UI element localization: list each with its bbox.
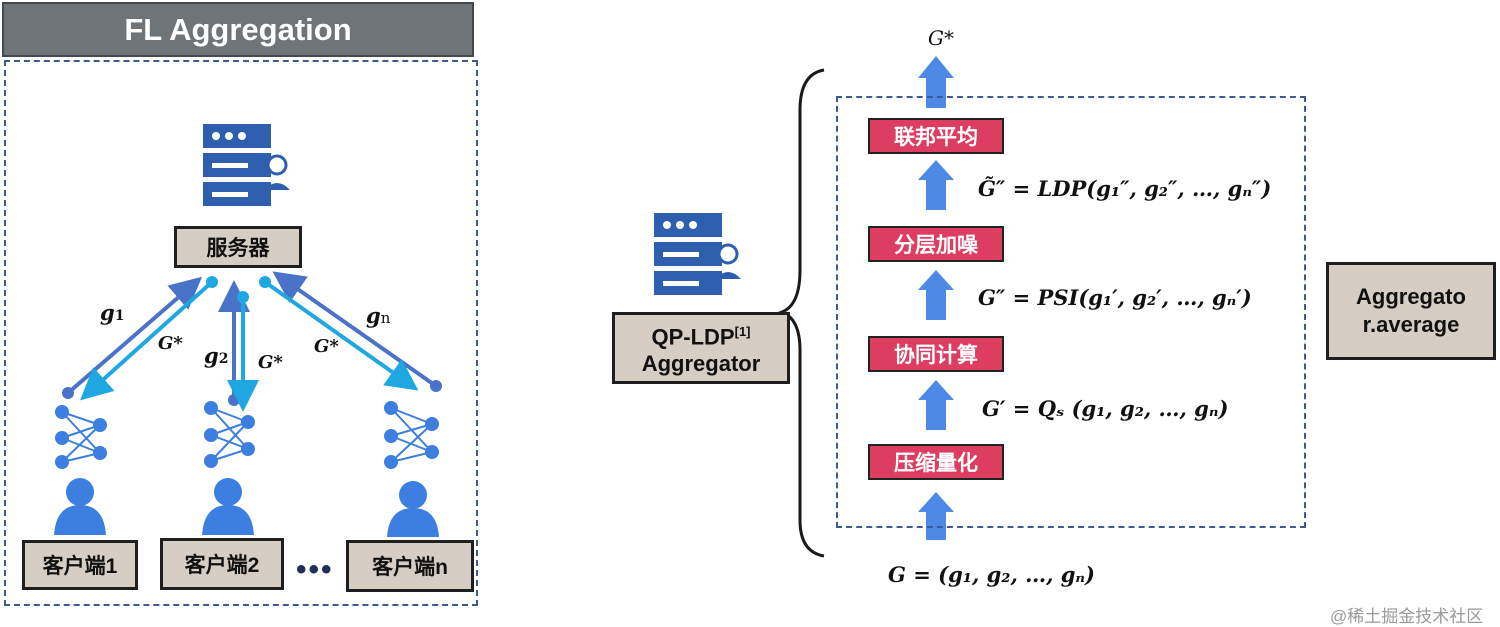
panel-title: FL Aggregation bbox=[2, 2, 474, 57]
g2-subscript: 2 bbox=[218, 351, 229, 367]
formula-qs: G′ = Qₛ (g₁, g₂, …, gₙ) bbox=[982, 396, 1229, 421]
aggregator-label: QP-LDP[1] Aggregator bbox=[612, 312, 790, 384]
gn-subscript: n bbox=[380, 309, 391, 327]
g1-symbol: g bbox=[100, 300, 115, 325]
step-federated-average: 联邦平均 bbox=[868, 118, 1004, 154]
edge-label-g2: g2 bbox=[204, 343, 228, 368]
aggregator-name-main: QP-LDP bbox=[651, 324, 735, 350]
aggregator-ref: [1] bbox=[734, 324, 751, 340]
pipeline-arrows bbox=[918, 56, 954, 540]
client-label-n: 客户端n bbox=[346, 540, 474, 592]
step-layered-noise: 分层加噪 bbox=[868, 226, 1004, 262]
edge-label-gstar-2: G* bbox=[258, 352, 283, 373]
neural-net-icon-2 bbox=[204, 401, 255, 468]
client-label-1: 客户端1 bbox=[22, 540, 138, 590]
fl-aggregation-frame bbox=[4, 60, 478, 606]
aggregator-name: QP-LDP[1] bbox=[651, 319, 750, 350]
user-icon-n bbox=[387, 481, 439, 537]
output-gstar: G* bbox=[928, 26, 954, 50]
aggregator-name-line2: Aggregator bbox=[641, 350, 761, 376]
g2-symbol: g bbox=[204, 343, 219, 368]
edge-label-g1: g1 bbox=[100, 300, 124, 325]
user-icon-1 bbox=[54, 478, 106, 535]
client-server-edges bbox=[62, 271, 442, 412]
aggregator-average-label: Aggregato r.average bbox=[1326, 262, 1496, 360]
g1-subscript: 1 bbox=[114, 308, 125, 324]
gn-symbol: g bbox=[366, 303, 381, 328]
watermark: @稀土掘金技术社区 bbox=[1330, 607, 1484, 626]
server-label: 服务器 bbox=[174, 226, 302, 268]
client-label-2: 客户端2 bbox=[160, 538, 284, 590]
aggregator-server-icon bbox=[654, 213, 741, 295]
edge-label-gstar-1: G* bbox=[158, 333, 183, 354]
server-icon bbox=[203, 124, 290, 206]
formula-input: G = (g₁, g₂, …, gₙ) bbox=[888, 562, 1095, 587]
ellipsis: ••• bbox=[296, 553, 334, 586]
pipeline-frame bbox=[836, 96, 1306, 528]
neural-net-icon-1 bbox=[55, 405, 107, 469]
edge-label-gstar-n: G* bbox=[314, 336, 339, 357]
step-collaborative-compute: 协同计算 bbox=[868, 336, 1004, 372]
user-icon-2 bbox=[202, 478, 254, 535]
formula-ldp: G̃″ = LDP(g₁″, g₂″, …, gₙ″) bbox=[978, 176, 1272, 201]
edge-label-gn: gn bbox=[366, 303, 390, 328]
step-compress-quantize: 压缩量化 bbox=[868, 444, 1004, 480]
neural-net-icon-n bbox=[384, 401, 439, 469]
formula-psi: G″ = PSI(g₁′, g₂′, …, gₙ′) bbox=[978, 285, 1252, 310]
